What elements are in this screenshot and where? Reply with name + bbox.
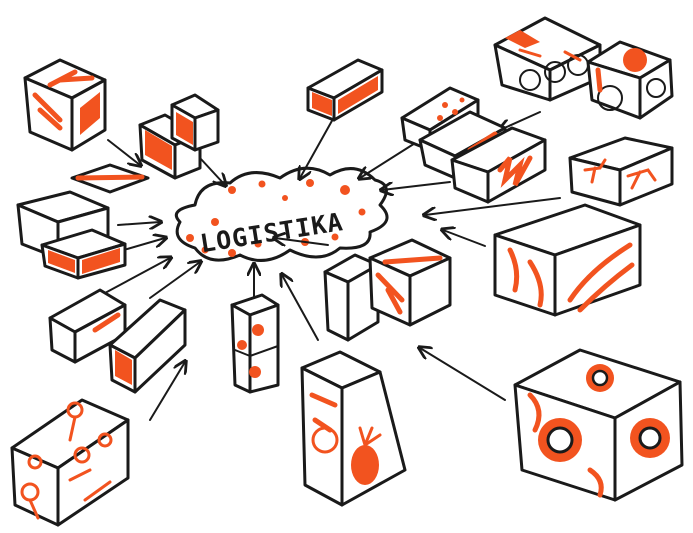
box-icon (50, 290, 185, 392)
box-icon (570, 138, 672, 205)
box-icon (12, 400, 128, 525)
arrow-icon (382, 182, 450, 190)
arrow-icon (108, 140, 140, 165)
arrow-icon (118, 222, 160, 225)
arrow-icon (420, 348, 505, 400)
arrow-icon (200, 158, 225, 185)
box-icon (495, 205, 640, 315)
arrow-icon (282, 275, 318, 340)
logistics-cloud: LOGISTIKA (176, 168, 387, 260)
box-icon (588, 42, 672, 118)
arrow-icon (360, 140, 420, 178)
box-icon (325, 240, 450, 340)
box-icon (308, 60, 382, 120)
arrow-icon (150, 262, 200, 298)
box-icon (302, 352, 405, 505)
box-icon (18, 165, 148, 278)
box-icon (515, 350, 682, 500)
box-icon (495, 18, 600, 100)
box-icon (25, 60, 105, 150)
box-icon (232, 295, 278, 392)
arrow-icon (443, 230, 485, 246)
